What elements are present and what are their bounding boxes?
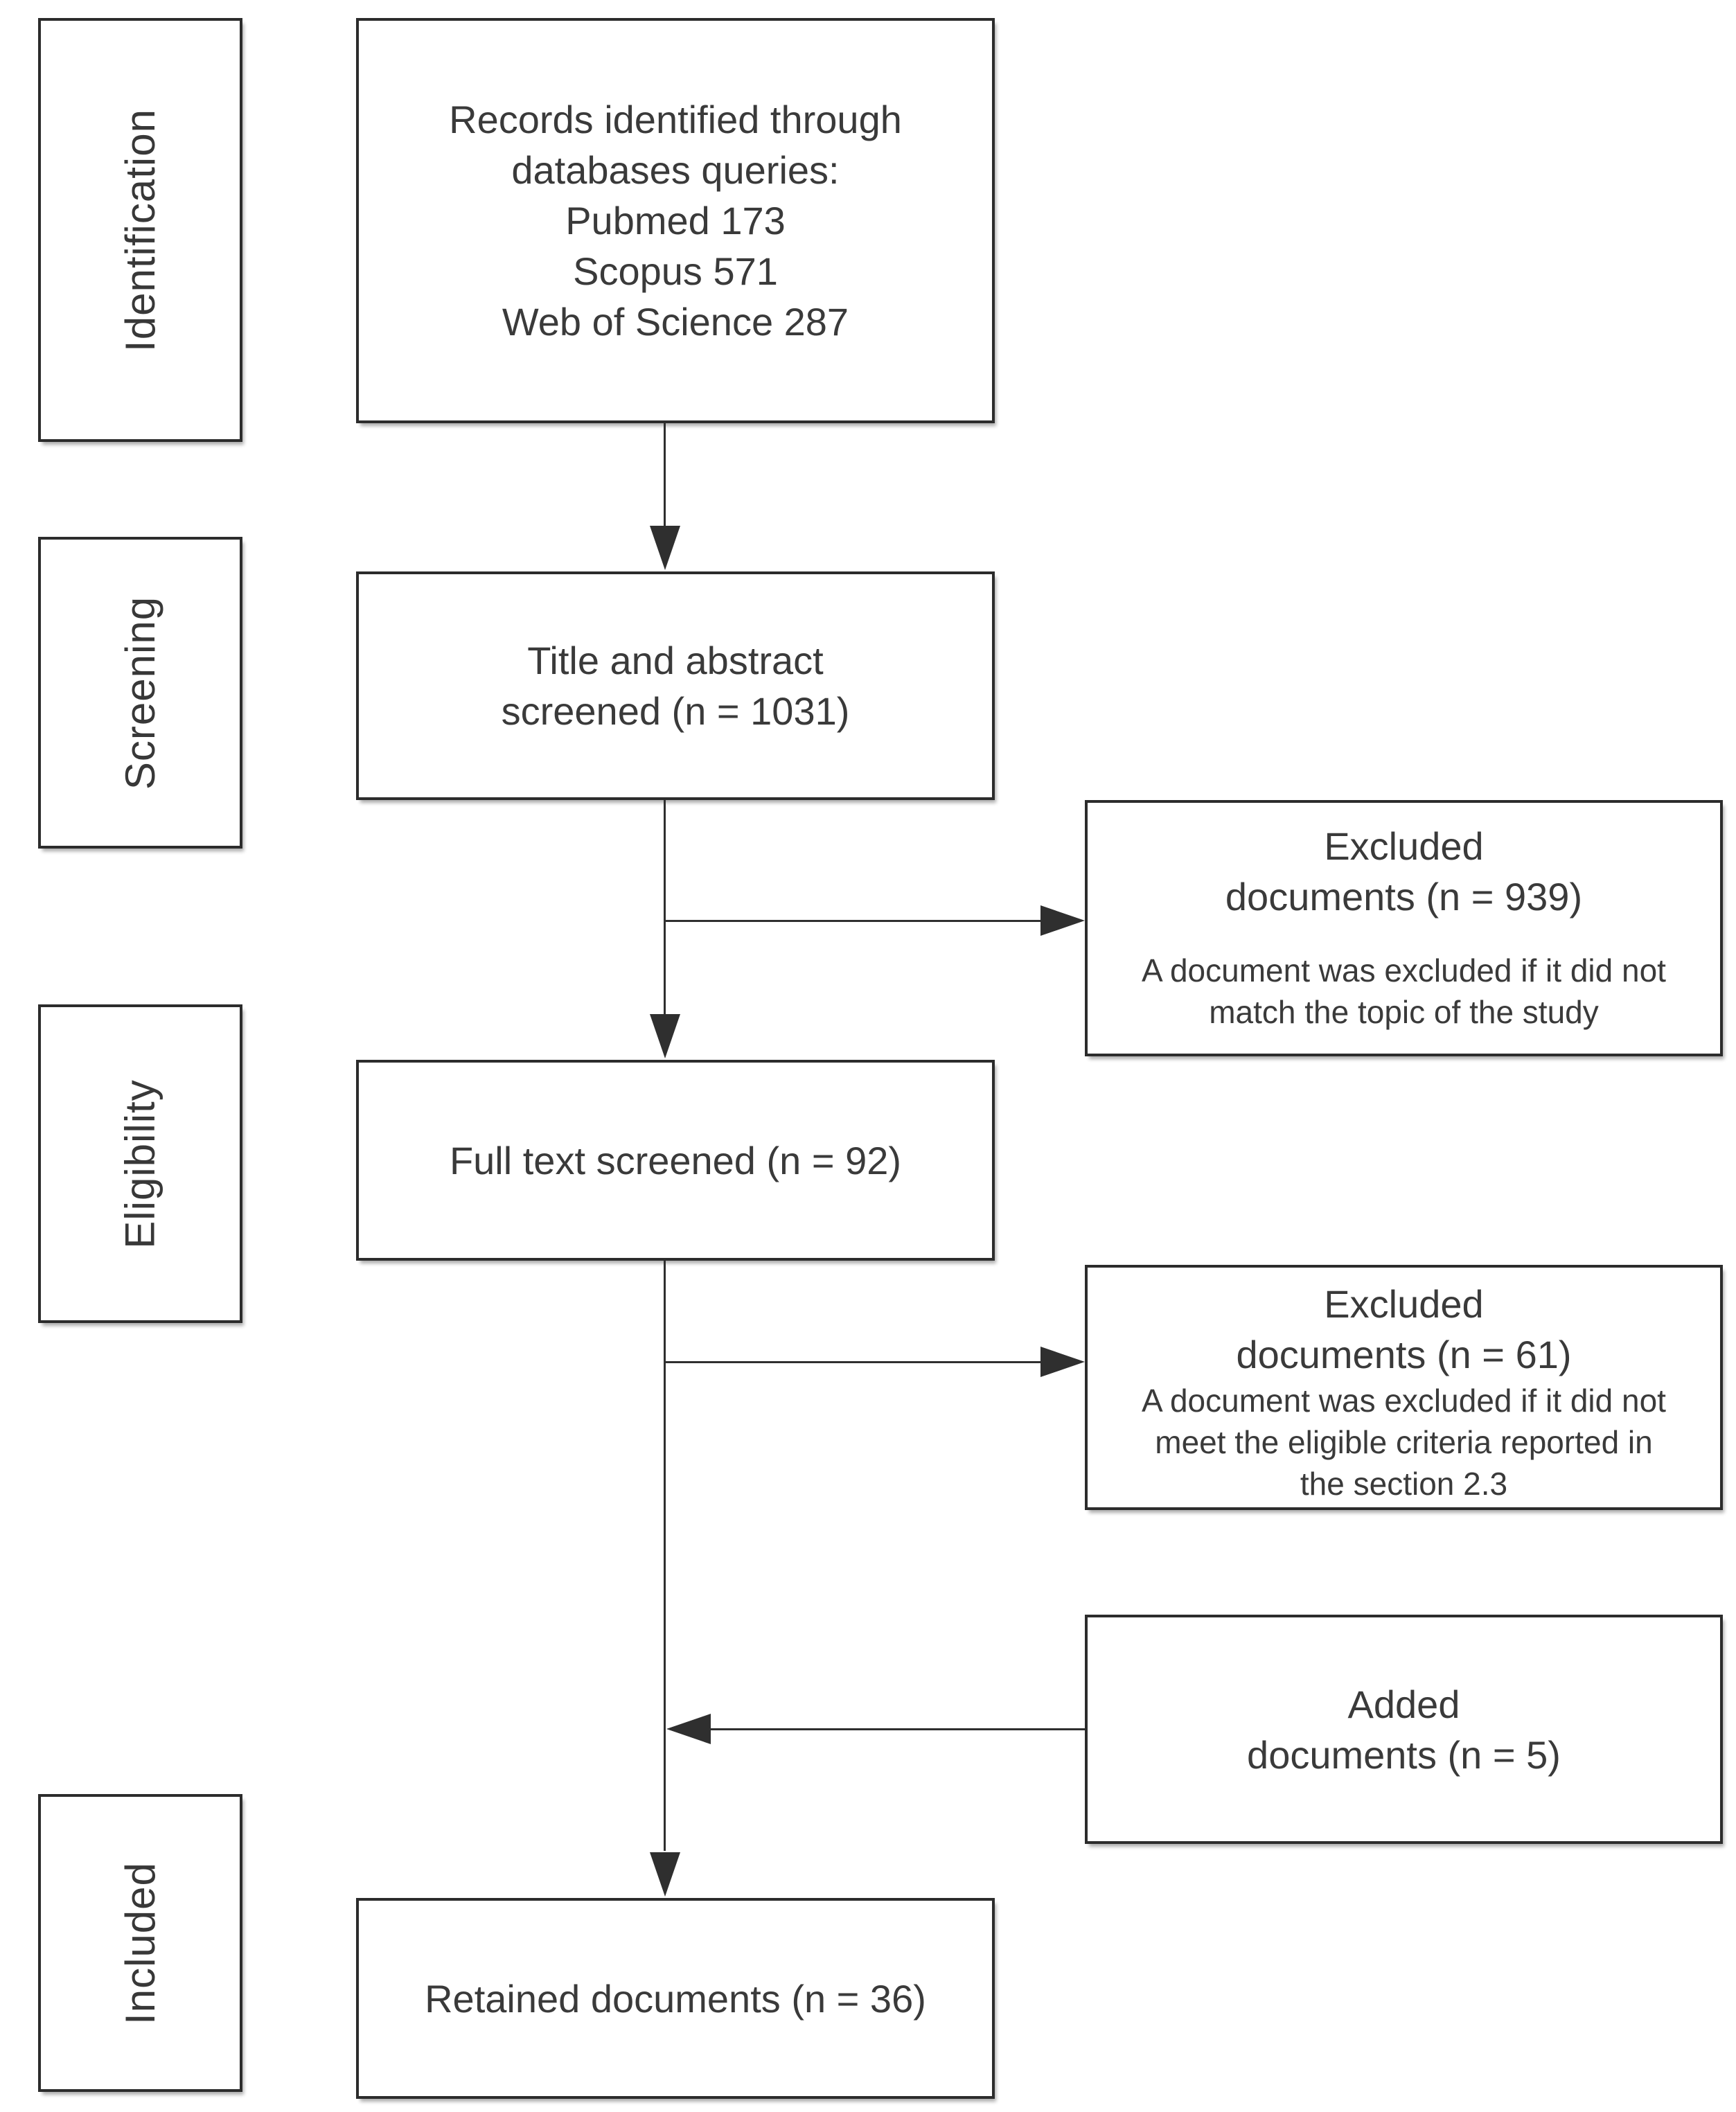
arrowhead-right-excluded-61 [1040, 1347, 1085, 1377]
excluded-61-heading-line: documents (n = 61) [1236, 1333, 1572, 1376]
node-records-identified: Records identified through databases que… [356, 18, 995, 423]
connector-branch-excluded-61 [665, 1361, 1040, 1363]
node-full-text-screened: Full text screened (n = 92) [356, 1060, 995, 1261]
records-line: databases queries: [511, 148, 840, 192]
excluded-61-heading-line: Excluded [1324, 1282, 1484, 1326]
excluded-61-note-line: the section 2.3 [1300, 1466, 1508, 1502]
excluded-939-heading-line: documents (n = 939) [1225, 875, 1583, 919]
arrowhead-right-excluded-939 [1040, 905, 1085, 936]
connector-fulltext-to-retained [664, 1261, 666, 1851]
records-line: Pubmed 173 [565, 199, 786, 242]
excluded-939-heading-line: Excluded [1324, 824, 1484, 868]
stage-label-screening: Screening [117, 596, 163, 790]
retained-label: Retained documents (n = 36) [425, 1976, 926, 2021]
records-line: Scopus 571 [573, 249, 778, 293]
stage-box-identification: Identification [38, 18, 242, 442]
title-abstract-line: Title and abstract [527, 639, 824, 682]
excluded-939-heading: Excluded documents (n = 939) [1225, 821, 1582, 922]
node-retained-documents: Retained documents (n = 36) [356, 1898, 995, 2099]
arrowhead-left-added [666, 1714, 711, 1744]
excluded-61-heading: Excluded documents (n = 61) [1236, 1279, 1571, 1380]
records-line: Records identified through [449, 98, 902, 141]
title-abstract-line: screened (n = 1031) [501, 689, 850, 733]
stage-label-included: Included [116, 1861, 163, 2025]
records-line: Web of Science 287 [502, 300, 849, 344]
stage-box-included: Included [38, 1794, 242, 2092]
added-heading-line: Added [1347, 1682, 1460, 1726]
connector-added-to-flow [709, 1728, 1085, 1730]
excluded-939-note-line: match the topic of the study [1209, 994, 1599, 1030]
excluded-61-note: A document was excluded if it did not me… [1142, 1380, 1666, 1505]
arrowhead-down-retained [650, 1852, 680, 1897]
excluded-61-note-line: A document was excluded if it did not [1142, 1383, 1666, 1419]
full-text-label: Full text screened (n = 92) [449, 1138, 902, 1182]
arrowhead-down-title [650, 526, 680, 570]
stage-box-screening: Screening [38, 537, 242, 849]
excluded-61-note-line: meet the eligible criteria reported in [1155, 1424, 1653, 1460]
excluded-939-note-line: A document was excluded if it did not [1142, 952, 1666, 988]
connector-title-to-fulltext [664, 800, 666, 1016]
stage-box-eligibility: Eligibility [38, 1004, 242, 1323]
stage-label-identification: Identification [117, 108, 164, 352]
node-excluded-documents-939: Excluded documents (n = 939) A document … [1085, 800, 1723, 1056]
connector-branch-excluded-939 [665, 920, 1040, 922]
node-added-documents: Added documents (n = 5) [1085, 1615, 1723, 1844]
stage-label-eligibility: Eligibility [116, 1079, 163, 1249]
added-heading-line: documents (n = 5) [1247, 1732, 1561, 1777]
connector-records-to-title [664, 423, 666, 527]
node-excluded-documents-61: Excluded documents (n = 61) A document w… [1085, 1265, 1723, 1510]
arrowhead-down-fulltext [650, 1014, 680, 1058]
node-title-abstract-screened: Title and abstract screened (n = 1031) [356, 571, 995, 800]
excluded-939-note: A document was excluded if it did not ma… [1142, 950, 1666, 1033]
